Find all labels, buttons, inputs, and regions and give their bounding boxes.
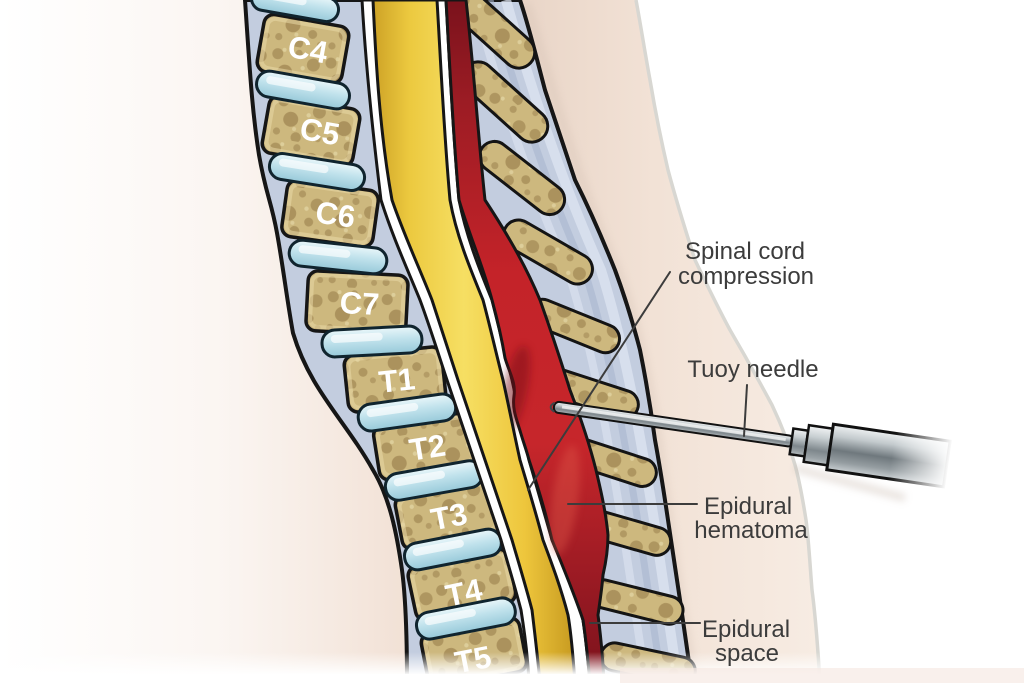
vertebra-label-t4: T4 xyxy=(442,572,485,614)
vertebra-label-c4: C4 xyxy=(285,29,331,70)
vertebra-label-c7: C7 xyxy=(339,285,380,322)
tuohy-needle xyxy=(549,400,952,489)
intervertebral-disc xyxy=(267,152,367,192)
vertebral-body xyxy=(255,12,351,86)
label-epidural-hematoma-line2: hematoma xyxy=(694,517,808,544)
needle-hub xyxy=(825,422,952,489)
label-tuoy-needle: Tuoy needle xyxy=(687,356,818,383)
intervertebral-disc xyxy=(356,392,458,433)
spinous-process xyxy=(477,139,567,217)
spinous-process xyxy=(447,0,537,70)
label-epidural-space-line1: Epidural xyxy=(702,616,790,643)
vertebra-label-c5: C5 xyxy=(297,111,342,152)
spinous-process xyxy=(502,218,594,286)
vertebra-label-c6: C6 xyxy=(313,195,357,235)
anterior-tissue-tint xyxy=(0,0,407,683)
hematoma-highlight xyxy=(550,445,580,555)
leader-tuoy-needle xyxy=(743,384,748,437)
label-spinal-cord-compression-line1: Spinal cord xyxy=(685,238,805,265)
vertebra-label-t1: T1 xyxy=(377,361,417,400)
needle-shadow xyxy=(794,464,906,502)
intervertebral-disc xyxy=(320,324,424,359)
skin-region xyxy=(520,0,820,683)
leader-spinal-cord-compression xyxy=(527,271,671,491)
bottom-band xyxy=(0,674,1024,683)
bottom-pink-strip xyxy=(620,668,1024,683)
needle-shaft-highlight xyxy=(561,405,786,441)
intervertebral-disc xyxy=(402,527,503,572)
label-epidural-hematoma-line1: Epidural xyxy=(704,493,792,520)
intervertebral-disc xyxy=(287,238,389,276)
leader-lines xyxy=(527,271,748,624)
intervertebral-disc xyxy=(414,596,517,641)
spinal-cord xyxy=(371,0,577,683)
intervertebral-disc xyxy=(255,69,351,111)
vertebra-label-t3: T3 xyxy=(428,496,470,537)
annotation-labels: Spinal cord compression Tuoy needle Epid… xyxy=(678,238,819,667)
needle-hub-barrel xyxy=(825,422,952,489)
label-spinal-cord-compression-line2: compression xyxy=(678,263,814,290)
skin-surface-line xyxy=(634,0,822,683)
label-epidural-space-line2: space xyxy=(715,640,779,667)
intervertebral-disc xyxy=(249,0,341,24)
needle-tip xyxy=(549,401,556,413)
vertebra-label-t2: T2 xyxy=(407,428,448,468)
intervertebral-discs xyxy=(249,0,517,641)
